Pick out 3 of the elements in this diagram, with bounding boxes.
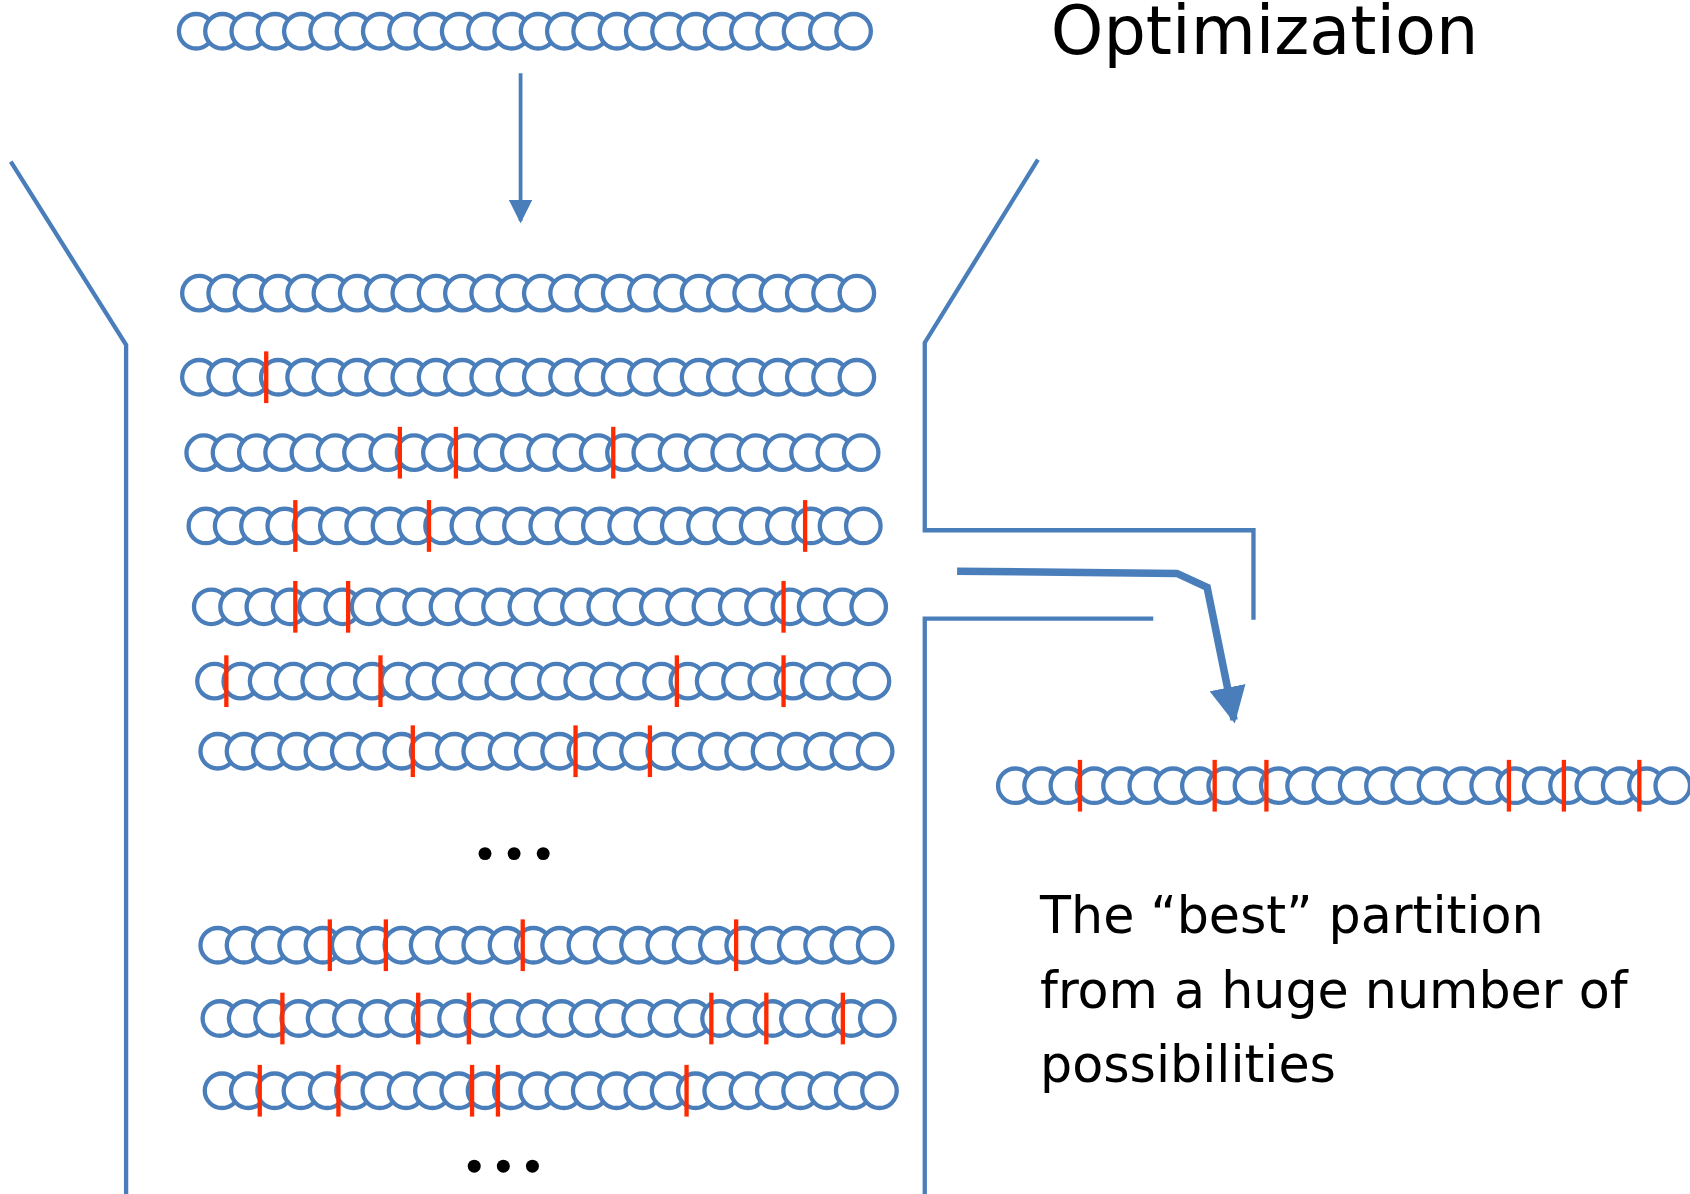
arrow	[508, 73, 533, 224]
title: Optimization	[1050, 0, 1479, 71]
caption-text: The “best” partition from a huge number of possibilities	[1040, 884, 1630, 1096]
